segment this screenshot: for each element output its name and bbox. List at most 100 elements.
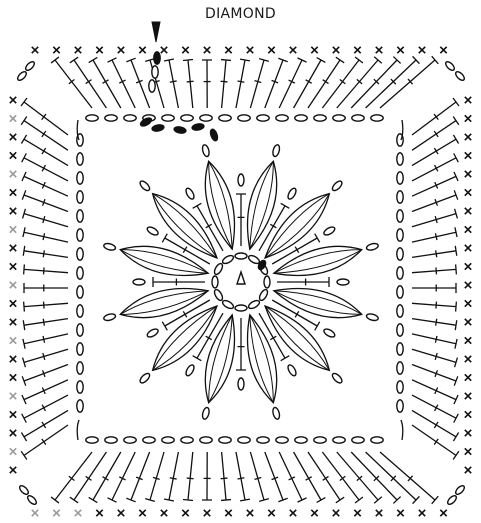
double-crochet xyxy=(236,318,246,370)
chain-stitch xyxy=(124,115,136,121)
chain-stitch xyxy=(397,248,403,260)
single-crochet xyxy=(376,47,382,53)
single-crochet xyxy=(376,510,382,516)
chain-stitch xyxy=(397,343,403,355)
chain-stitch xyxy=(272,144,281,157)
chain-stitch xyxy=(77,229,83,241)
chain-stitch xyxy=(138,372,151,385)
single-crochet xyxy=(465,97,471,103)
chain-stitch xyxy=(184,364,195,377)
double-crochet xyxy=(412,334,457,349)
double-crochet xyxy=(22,380,68,404)
double-crochet xyxy=(265,58,288,108)
single-crochet xyxy=(161,510,167,516)
chain-stitch xyxy=(333,437,345,443)
single-crochet xyxy=(10,282,16,288)
single-crochet xyxy=(118,510,124,516)
chain-stitch xyxy=(77,267,83,279)
double-crochet xyxy=(412,116,459,150)
single-crochet xyxy=(290,47,296,53)
double-crochet xyxy=(24,283,68,293)
single-crochet xyxy=(465,263,471,269)
chain-stitch xyxy=(276,437,288,443)
double-crochet xyxy=(250,452,268,501)
chain-stitch xyxy=(26,494,38,506)
chain-stitch xyxy=(397,210,403,222)
double-crochet xyxy=(21,135,68,166)
double-crochet xyxy=(164,452,178,501)
single-crochet xyxy=(465,356,471,362)
chain-stitch xyxy=(371,437,383,443)
single-crochet xyxy=(333,47,339,53)
single-crochet xyxy=(10,393,16,399)
center-flower xyxy=(103,144,379,420)
chain-stitch xyxy=(77,172,83,184)
chain-stitch xyxy=(24,60,36,72)
double-crochet xyxy=(24,264,68,274)
chain-stitch xyxy=(77,381,83,393)
chain-stitch xyxy=(238,378,244,390)
chain-stitch xyxy=(201,144,210,157)
chain-stitch xyxy=(146,225,159,236)
double-crochet xyxy=(70,452,107,503)
chain-stitch xyxy=(235,253,247,259)
single-crochet xyxy=(311,510,317,516)
single-crochet xyxy=(204,47,210,53)
single-crochet xyxy=(10,337,16,343)
chain-stitch xyxy=(221,299,234,310)
double-crochet xyxy=(236,59,250,108)
single-crochet xyxy=(440,47,446,53)
double-crochet xyxy=(294,452,326,502)
single-crochet xyxy=(465,134,471,140)
chain-stitch xyxy=(397,229,403,241)
double-crochet xyxy=(265,452,288,502)
slip-stitch xyxy=(209,128,219,141)
double-crochet xyxy=(236,452,250,501)
single-crochet xyxy=(465,245,471,251)
double-crochet xyxy=(126,452,149,502)
double-crochet xyxy=(412,209,457,227)
single-crochet xyxy=(465,189,471,195)
single-crochet xyxy=(204,510,210,516)
single-crochet xyxy=(10,245,16,251)
chain-stitch xyxy=(77,343,83,355)
single-crochet xyxy=(10,208,16,214)
petal-outline xyxy=(120,246,208,275)
chain-stitch xyxy=(257,115,269,121)
single-crochet xyxy=(311,47,317,53)
double-crochet xyxy=(22,153,68,181)
chain-stitch xyxy=(200,437,212,443)
single-crochet xyxy=(10,189,16,195)
chain-stitch xyxy=(295,437,307,443)
chain-stitch xyxy=(247,299,260,310)
chain-stitch xyxy=(184,187,195,200)
single-crochet xyxy=(182,47,188,53)
chain-stitch xyxy=(77,286,83,298)
chain-stitch xyxy=(366,313,379,322)
double-crochet xyxy=(21,116,68,150)
double-crochet xyxy=(23,246,68,258)
single-crochet xyxy=(139,510,145,516)
single-crochet xyxy=(333,510,339,516)
chain-stitch xyxy=(146,327,159,338)
chain-stitch xyxy=(272,407,281,420)
double-crochet xyxy=(23,319,68,331)
chain-stitch xyxy=(352,437,364,443)
chain-stitch xyxy=(213,288,224,301)
single-crochet xyxy=(465,411,471,417)
chain-stitch xyxy=(257,437,269,443)
double-crochet xyxy=(412,283,456,293)
single-crochet xyxy=(10,171,16,177)
double-crochet xyxy=(23,334,68,349)
single-crochet xyxy=(32,510,38,516)
double-crochet xyxy=(153,277,205,287)
single-crochet xyxy=(10,263,16,269)
start-marker-icon xyxy=(152,22,160,42)
petal-outline xyxy=(205,315,234,403)
single-crochet xyxy=(465,282,471,288)
chain-stitch xyxy=(331,372,344,385)
double-crochet xyxy=(164,59,178,108)
single-crochet xyxy=(465,319,471,325)
single-crochet xyxy=(10,226,16,232)
